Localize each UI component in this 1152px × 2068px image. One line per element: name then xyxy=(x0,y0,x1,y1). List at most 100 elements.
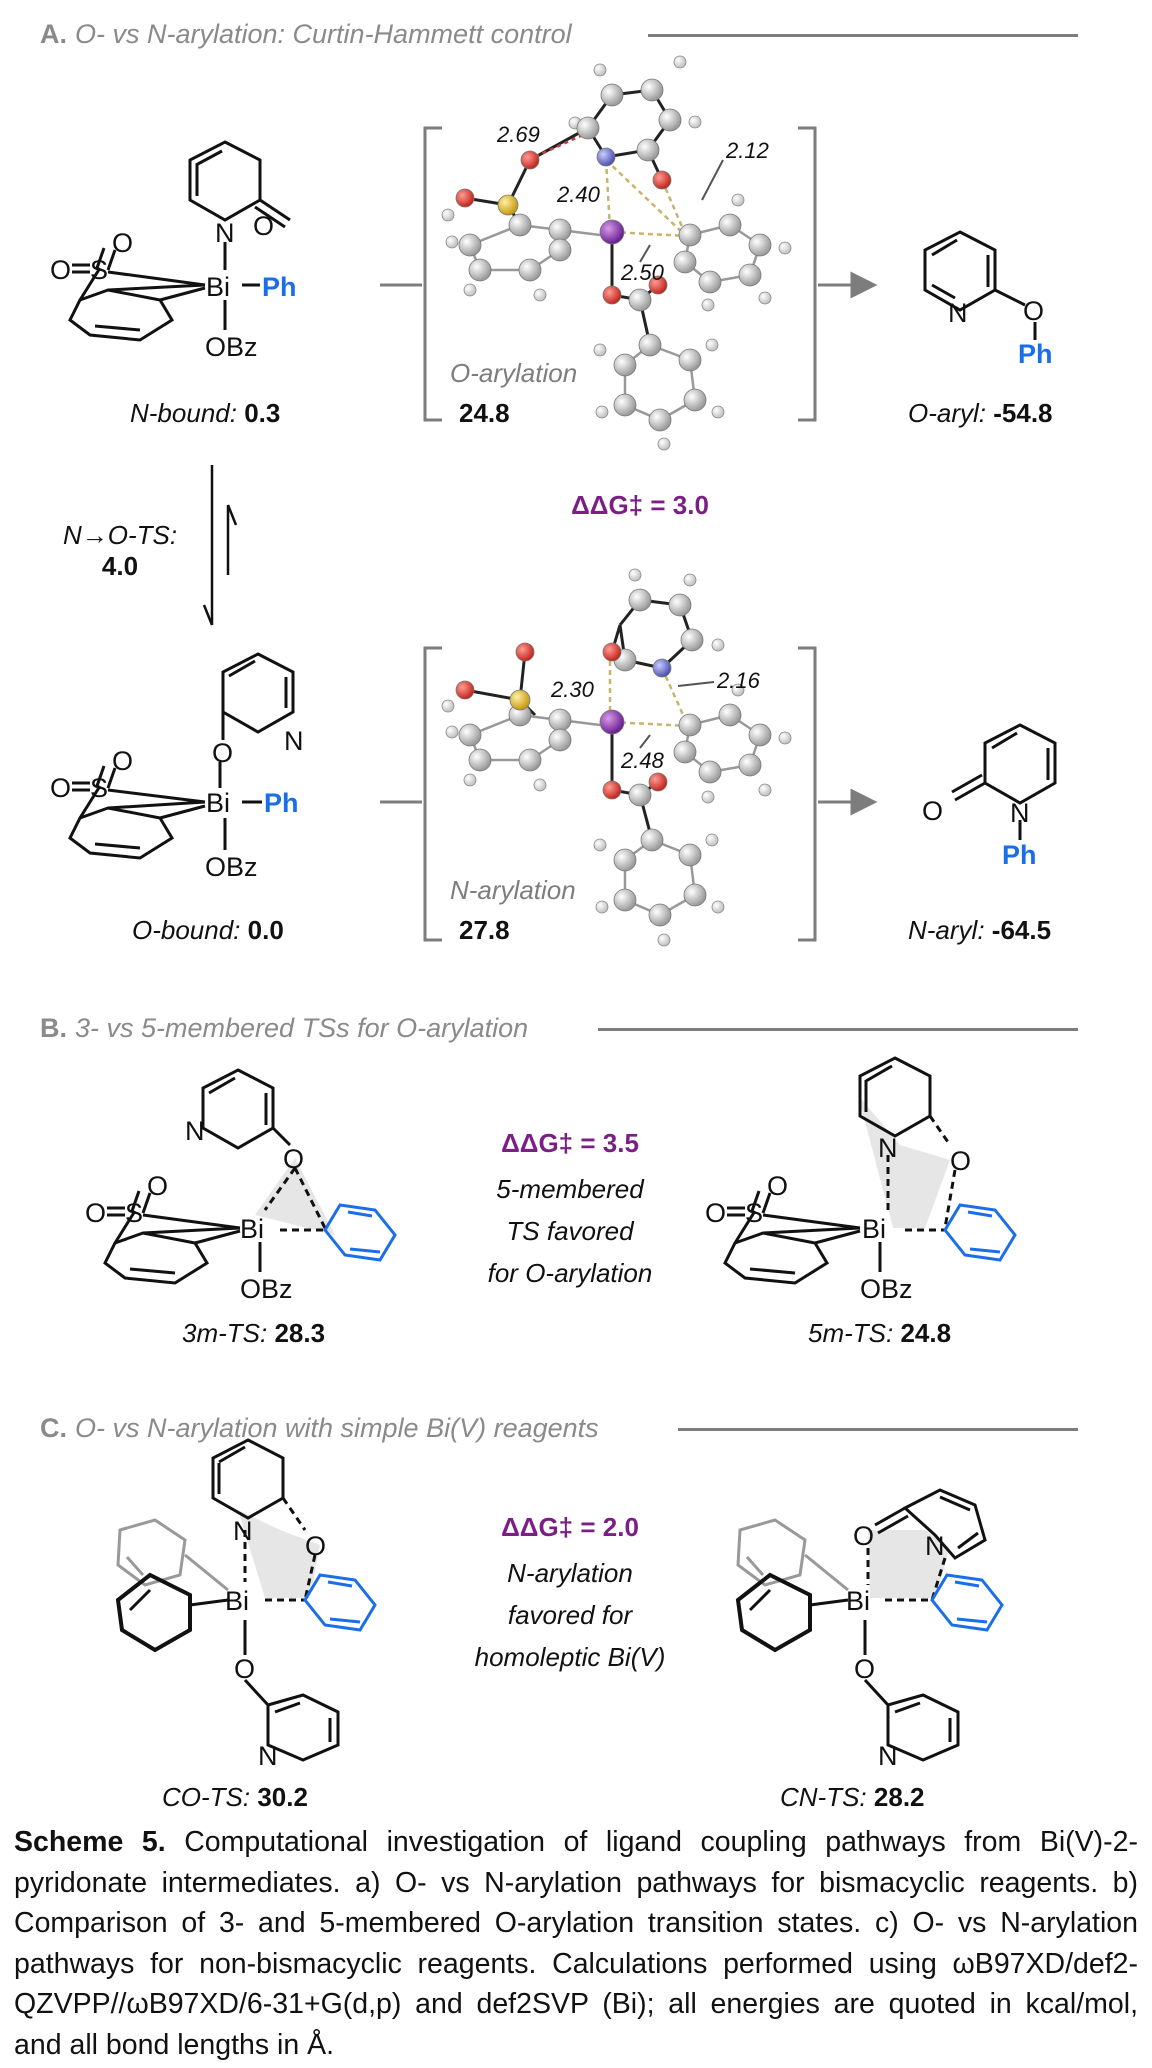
n-aryl-structure xyxy=(951,723,1057,840)
5m-ts-label: 5m-TS: xyxy=(808,1318,894,1348)
cn-ts-energy-label: CN-TS: 28.2 xyxy=(780,1782,925,1813)
n-bound-energy-label: N-bound: 0.3 xyxy=(130,398,280,429)
co-ts-structure xyxy=(115,1438,377,1762)
o-bound-obz-label: OBz xyxy=(205,852,258,882)
section-a-header: A. O- vs N-arylation: Curtin-Hammett con… xyxy=(40,14,572,54)
n-bound-obz-label: OBz xyxy=(205,332,258,362)
5m-ts-s-atom: S xyxy=(745,1198,763,1228)
ts-bottom-dist-1: 2.30 xyxy=(550,677,595,702)
co-ts-energy-label: CO-TS: 30.2 xyxy=(162,1782,308,1813)
o-bound-o-atom-2: O xyxy=(112,746,133,776)
3m-ts-o-atom-3: O xyxy=(85,1198,106,1228)
o-aryl-n-atom: N xyxy=(948,298,968,328)
section-c-note-line-3: homoleptic Bi(V) xyxy=(474,1642,666,1672)
figure-drawing: O N O O S Bi Ph OBz xyxy=(50,55,1057,1771)
cn-ts-n-atom: N xyxy=(925,1531,945,1561)
ts-top-dist-1: 2.69 xyxy=(496,122,540,147)
caption-text: Computational investigation of ligand co… xyxy=(14,1826,1138,2061)
cn-ts-label: CN-TS: xyxy=(780,1782,867,1812)
o-bound-o-atom-3: O xyxy=(50,773,71,803)
ts-top-dist-4: 2.50 xyxy=(620,260,665,285)
section-b-ddg: ΔΔG‡ = 3.5 xyxy=(501,1128,639,1158)
n-bound-n-atom: N xyxy=(215,218,235,248)
ts-top-name: O-arylation xyxy=(450,358,578,388)
n-bound-o-atom-2: O xyxy=(112,228,133,258)
o-aryl-o-atom: O xyxy=(1023,296,1044,326)
5m-ts-n-atom: N xyxy=(878,1133,898,1163)
o-bound-structure xyxy=(68,652,295,860)
figure-caption: Scheme 5. Computational investigation of… xyxy=(14,1822,1138,2065)
3m-ts-s-atom: S xyxy=(125,1198,143,1228)
n-aryl-energy-label: N-aryl: -64.5 xyxy=(908,915,1051,946)
section-b-letter: B. xyxy=(40,1012,67,1043)
n-bound-structure xyxy=(68,140,291,342)
n-bound-o-atom: O xyxy=(253,211,274,241)
3m-ts-obz-label: OBz xyxy=(240,1274,293,1304)
5m-ts-value: 24.8 xyxy=(900,1318,952,1348)
section-a-ddg: ΔΔG‡ = 3.0 xyxy=(571,490,709,520)
n-bound-label: N-bound: xyxy=(130,398,237,428)
section-b-rule xyxy=(598,1028,1078,1031)
o-bound-label: O-bound: xyxy=(132,915,241,945)
cn-ts-n-atom-2: N xyxy=(878,1741,898,1771)
co-ts-label: CO-TS: xyxy=(162,1782,251,1812)
o-bound-s-atom: S xyxy=(90,773,108,803)
scheme-figure: A. O- vs N-arylation: Curtin-Hammett con… xyxy=(40,14,1078,1812)
n-aryl-value: -64.5 xyxy=(991,915,1052,945)
section-b-note: 5-membered TS favored for O-arylation xyxy=(430,1168,710,1294)
n-bound-value: 0.3 xyxy=(244,398,281,428)
section-c-letter: C. xyxy=(40,1412,67,1443)
ts-bottom-dist-2: 2.16 xyxy=(716,668,761,693)
n-bound-ph-label: Ph xyxy=(262,272,297,302)
section-a-rule xyxy=(648,34,1078,37)
section-b-header: B. 3- vs 5-membered TSs for O-arylation xyxy=(40,1008,528,1048)
o-aryl-structure xyxy=(923,230,1037,340)
co-ts-value: 30.2 xyxy=(257,1782,308,1812)
section-c-header: C. O- vs N-arylation with simple Bi(V) r… xyxy=(40,1408,599,1448)
section-c-ddg: ΔΔG‡ = 2.0 xyxy=(501,1512,639,1542)
section-b-note-line-2: TS favored xyxy=(506,1216,634,1246)
o-aryl-value: -54.8 xyxy=(993,398,1053,428)
ts-top-value: 24.8 xyxy=(459,398,510,428)
cn-ts-bi-atom: Bi xyxy=(846,1586,870,1616)
ts-n-arylation-model xyxy=(441,568,792,947)
3m-ts-o-atom-2: O xyxy=(147,1171,168,1201)
equilibrium-label: N→O-TS: 4.0 xyxy=(40,520,200,582)
3m-ts-n-atom: N xyxy=(185,1116,205,1146)
3m-ts-value: 28.3 xyxy=(274,1318,326,1348)
section-c-title: O- vs N-arylation with simple Bi(V) reag… xyxy=(75,1412,599,1443)
equilibrium-ts-value: 4.0 xyxy=(101,551,139,581)
equilibrium-ts-label: N→O-TS: xyxy=(62,520,178,550)
equilibrium-arrows xyxy=(202,465,238,626)
3m-ts-structure xyxy=(103,1068,397,1285)
co-ts-n-atom-2: N xyxy=(258,1741,278,1771)
n-bound-o-atom-3: O xyxy=(50,255,71,285)
3m-ts-energy-label: 3m-TS: 28.3 xyxy=(182,1318,325,1349)
ts-bottom-value: 27.8 xyxy=(459,915,510,945)
cn-ts-value: 28.2 xyxy=(873,1782,925,1812)
o-aryl-ph-label: Ph xyxy=(1018,339,1053,369)
3m-ts-label: 3m-TS: xyxy=(182,1318,268,1348)
n-bound-s-atom: S xyxy=(90,255,108,285)
section-c-rule xyxy=(678,1428,1078,1431)
5m-ts-o-atom: O xyxy=(950,1146,971,1176)
o-bound-ph-label: Ph xyxy=(264,788,299,818)
o-aryl-energy-label: O-aryl: -54.8 xyxy=(908,398,1053,429)
o-bound-energy-label: O-bound: 0.0 xyxy=(132,915,284,946)
caption-title: Scheme 5. xyxy=(14,1826,166,1858)
section-a-title: O- vs N-arylation: Curtin-Hammett contro… xyxy=(75,18,572,49)
ts-bottom-dist-3: 2.48 xyxy=(620,748,665,773)
o-aryl-label: O-aryl: xyxy=(908,398,986,428)
section-c-note-line-1: N-arylation xyxy=(507,1558,633,1588)
5m-ts-structure xyxy=(723,1056,1017,1285)
ts-o-arylation-model xyxy=(441,55,792,451)
co-ts-o-atom-2: O xyxy=(234,1654,255,1684)
n-aryl-ph-label: Ph xyxy=(1002,840,1037,870)
n-bound-bi-atom: Bi xyxy=(206,272,230,302)
co-ts-bi-atom: Bi xyxy=(225,1586,249,1616)
5m-ts-energy-label: 5m-TS: 24.8 xyxy=(808,1318,951,1349)
3m-ts-bi-atom: Bi xyxy=(240,1214,264,1244)
cn-ts-o-atom: O xyxy=(853,1521,874,1551)
5m-ts-obz-label: OBz xyxy=(860,1274,913,1304)
o-bound-n-atom: N xyxy=(284,726,304,756)
